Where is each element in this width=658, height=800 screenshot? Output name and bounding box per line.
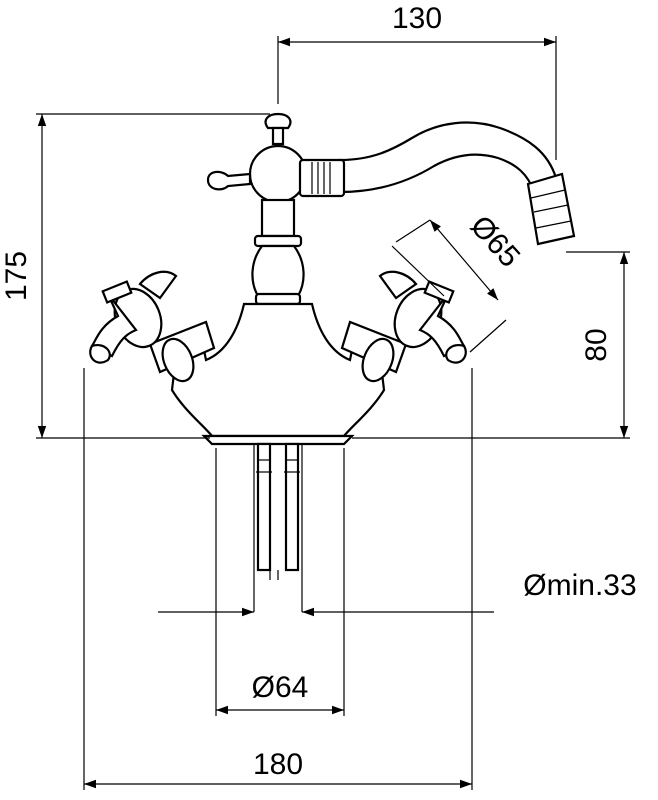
top-finial: [264, 112, 292, 130]
dim-label-175: 175: [0, 251, 33, 301]
finial-stem: [271, 126, 285, 146]
column-bulb: [251, 244, 305, 298]
base-plate: [201, 434, 355, 446]
left-handle: [89, 270, 216, 383]
supply-pipes: [256, 442, 300, 580]
spout-hub: [298, 158, 346, 198]
dim-label-min-33: Ømin.33: [523, 569, 636, 602]
dim-label-80: 80: [580, 328, 613, 361]
dim-label-diameter-64: Ø64: [252, 671, 309, 704]
dimension-lines: [36, 36, 630, 790]
collar: [253, 234, 303, 248]
neck: [260, 198, 296, 238]
upper-sphere: [248, 144, 308, 204]
dim-label-diameter-65: Ø65: [464, 210, 526, 274]
dim-label-130: 130: [392, 2, 442, 35]
faucet-body: [89, 112, 576, 580]
column-ring: [254, 292, 302, 306]
dim-label-180: 180: [253, 748, 303, 781]
side-lever: [206, 170, 252, 191]
